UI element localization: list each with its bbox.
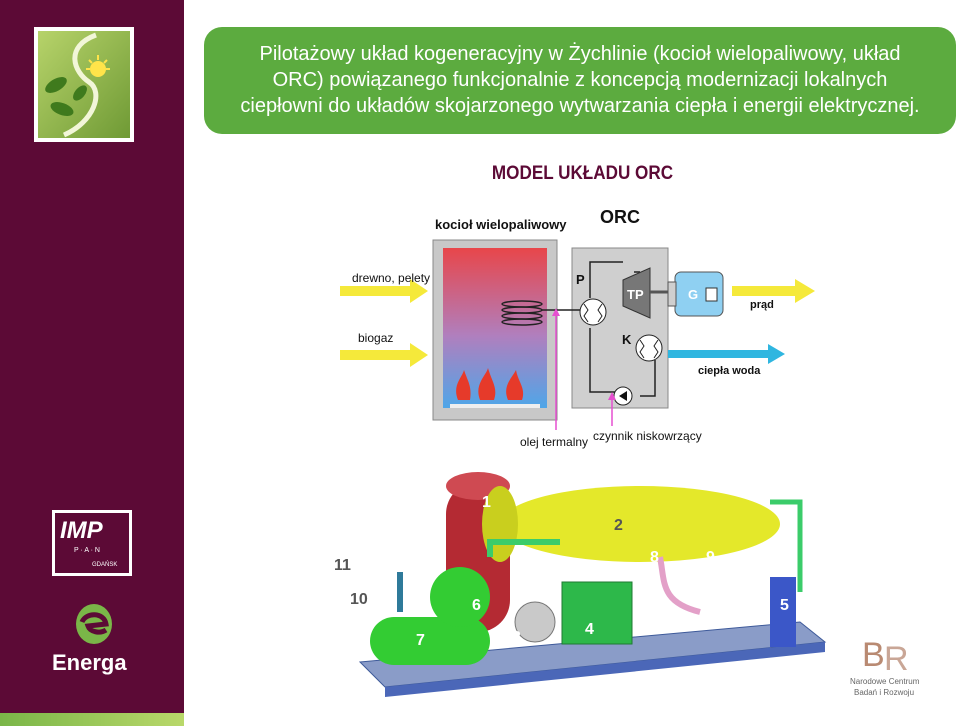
- svg-text:Narodowe Centrum: Narodowe Centrum: [850, 677, 920, 686]
- machine-number-5: 5: [780, 597, 789, 614]
- machine-number-1: 1: [482, 494, 491, 511]
- machine-number-6: 6: [472, 597, 481, 614]
- g-label: G: [688, 287, 698, 302]
- ncbr-logo: B R Narodowe Centrum Badań i Rozwoju: [850, 636, 920, 697]
- svg-text:R: R: [884, 640, 909, 678]
- orc-schematic: kocioł wielopaliwowy ORC P TP G K drewno…: [340, 207, 815, 449]
- flames: [456, 368, 524, 400]
- fuel-biogas-label: biogaz: [358, 331, 393, 345]
- p-label: P: [576, 272, 585, 287]
- unit-6: [430, 567, 490, 627]
- title-line-1: Pilotażowy układ kogeneracyjny w Żychlin…: [259, 43, 901, 65]
- machine-number-7: 7: [416, 632, 425, 649]
- tank-7: [370, 617, 490, 665]
- grate: [450, 404, 540, 408]
- k-label: K: [622, 332, 632, 347]
- orc-machine-render: 1 2 3 4 5 6 7 8 9 10 11: [330, 462, 835, 707]
- orc-label: ORC: [600, 207, 640, 227]
- svg-text:Energa: Energa: [52, 650, 127, 675]
- boiler-label: kocioł wielopaliwowy: [435, 217, 567, 232]
- energa-logo: Energa: [52, 604, 127, 675]
- svg-text:Badań i Rozwoju: Badań i Rozwoju: [854, 688, 914, 697]
- machine-number-11: 11: [334, 557, 351, 574]
- title-line-3: ciepłowni do układów skojarzonego wytwar…: [240, 95, 920, 117]
- machine-number-10: 10: [350, 591, 368, 608]
- hot-water-label: ciepła woda: [698, 365, 761, 377]
- tp-label: TP: [627, 287, 644, 302]
- machine-number-2: 2: [614, 517, 623, 534]
- machine-number-3: 3: [512, 629, 521, 646]
- hot-water-arrow: [668, 344, 785, 364]
- working-fluid-label: czynnik niskowrzący: [593, 429, 702, 443]
- fuel-biogas-arrow: [340, 343, 428, 367]
- thermal-oil-label: olej termalny: [520, 435, 588, 449]
- svg-text:P · A · N: P · A · N: [74, 547, 100, 554]
- imp-pan-logo: IMP P · A · N GDAŃSK: [52, 510, 132, 576]
- unit-4: [561, 581, 633, 645]
- machine-number-4: 4: [585, 621, 594, 638]
- power-label: prąd: [750, 299, 774, 311]
- tank-2: [500, 486, 780, 562]
- svg-text:IMP: IMP: [60, 517, 104, 544]
- section-heading: MODEL UKŁADU ORC: [491, 163, 674, 184]
- fuel-wood-label: drewno, pelety: [352, 271, 430, 285]
- fuel-wood-arrow: [340, 279, 428, 303]
- svg-text:GDAŃSK: GDAŃSK: [92, 561, 117, 568]
- unit-5: [770, 577, 796, 647]
- sidebar-accent-bar: [0, 713, 184, 726]
- orc-casing: [571, 247, 669, 409]
- unit-3: [514, 601, 556, 643]
- plant-logo: [34, 27, 134, 142]
- condenser-icon: [635, 334, 663, 362]
- machine-number-8: 8: [650, 549, 659, 566]
- machine-number-9: 9: [706, 549, 715, 566]
- title-line-2: ORC) powiązanego funkcjonalnie z koncepc…: [272, 69, 888, 91]
- slide-title: Pilotażowy układ kogeneracyjny w Żychlin…: [204, 27, 956, 134]
- turbine-icon: [622, 267, 651, 319]
- evaporator-icon: [579, 298, 607, 326]
- svg-text:B: B: [862, 636, 885, 674]
- power-arrow: [732, 279, 815, 303]
